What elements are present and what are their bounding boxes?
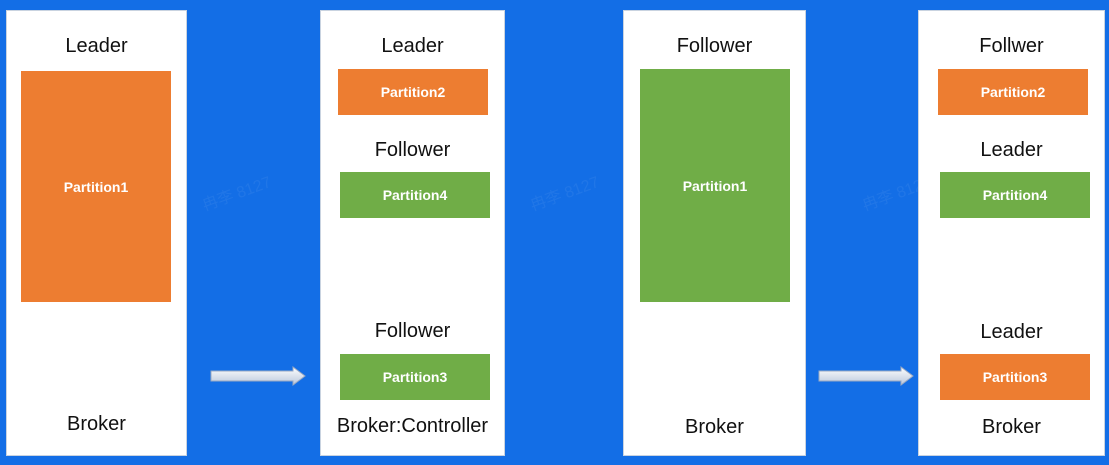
partition-block: Partition3	[940, 354, 1090, 400]
role-label: Leader	[65, 35, 128, 57]
broker-label: Broker:Controller	[336, 415, 489, 437]
partition-block: Partition3	[340, 354, 490, 400]
role-label: Follwer	[979, 35, 1044, 57]
role-label: Leader	[980, 139, 1043, 161]
right-arrow-icon	[818, 366, 914, 386]
broker-3: Follower Partition1 Broker	[623, 10, 806, 456]
broker-label: Broker	[982, 416, 1041, 438]
broker-4: Follwer Partition2 Leader Partition4 Lea…	[918, 10, 1105, 456]
broker-label: Broker	[685, 416, 744, 438]
right-arrow-icon	[210, 366, 306, 386]
partition-block: Partition1	[21, 71, 171, 302]
role-label: Leader	[980, 321, 1043, 343]
broker-1: Leader Partition1 Broker	[6, 10, 187, 456]
role-label: Follower	[374, 320, 451, 342]
partition-block: Partition2	[338, 69, 488, 115]
watermark: 冉李 8127	[528, 174, 602, 215]
partition-block: Partition1	[640, 69, 790, 302]
role-label: Follower	[676, 35, 753, 57]
role-label: Leader	[381, 35, 444, 57]
role-label: Follower	[374, 139, 451, 161]
partition-block: Partition4	[340, 172, 490, 218]
watermark: 冉李 8127	[200, 174, 274, 215]
broker-2-controller: Leader Partition2 Follower Partition4 Fo…	[320, 10, 505, 456]
broker-label: Broker	[67, 413, 126, 435]
partition-block: Partition4	[940, 172, 1090, 218]
partition-block: Partition2	[938, 69, 1088, 115]
